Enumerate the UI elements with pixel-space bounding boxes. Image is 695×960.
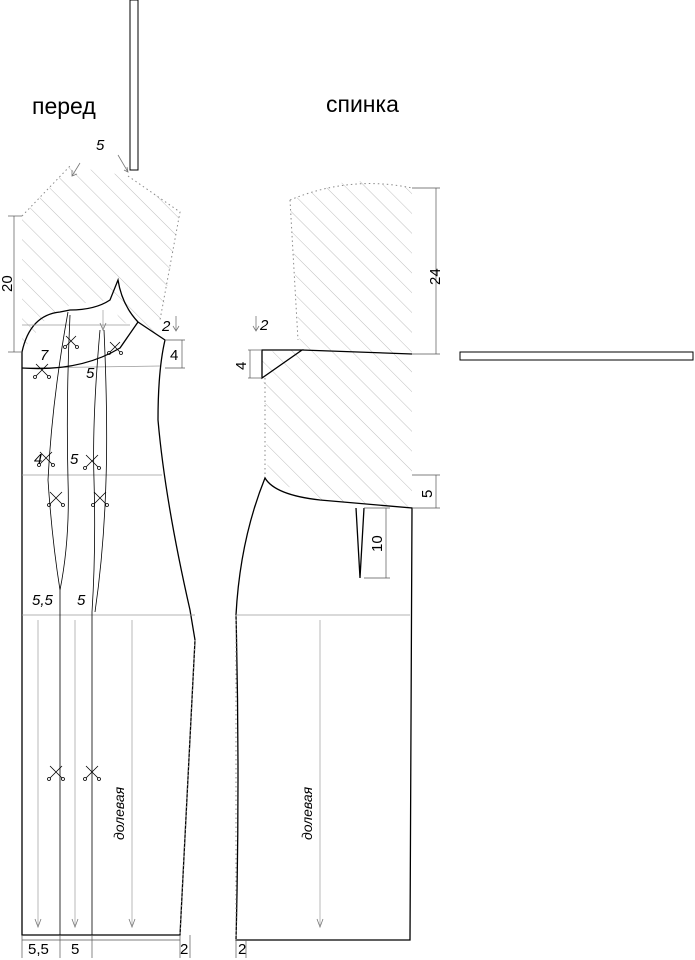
- back-grainline-label: долевая: [299, 786, 315, 840]
- front-hem-2-label: 5: [71, 941, 79, 958]
- front-shoulder-arrow: [172, 316, 180, 332]
- front-waist-2-label: 5: [70, 451, 79, 468]
- front-bust-line: [21, 365, 161, 369]
- back-title: спинка: [326, 91, 399, 117]
- front-panel-seam-2: [91, 329, 101, 935]
- front-yoke-top-label: 5: [96, 137, 105, 154]
- back-side-drop-label: 5: [419, 490, 436, 498]
- front-armhole-label: 4: [170, 347, 178, 364]
- back-yoke-line: [301, 349, 413, 355]
- back-dotted-outline: [264, 183, 413, 478]
- front-height-label: 20: [0, 275, 16, 292]
- back-shoulder-drop-label: 2: [259, 317, 269, 334]
- front-neck-dart-label: 7: [40, 347, 49, 364]
- front-waist-1-label: 4: [34, 451, 42, 468]
- back-hem-side-label: 2: [238, 941, 246, 958]
- front-hip-2-label: 5: [77, 592, 86, 609]
- back-shoulder-arrow: [252, 316, 260, 332]
- front-grainline-label: долевая: [111, 786, 127, 840]
- back-dart-label: 10: [369, 535, 386, 552]
- front-panel-seam-2b: [94, 329, 108, 613]
- front-yoke-hatch: [22, 166, 180, 352]
- back-neck-piece: [261, 349, 305, 380]
- front-bust-label: 5: [86, 365, 95, 382]
- front-strip: [129, 0, 139, 171]
- back-outline: [235, 476, 413, 941]
- front-top-arrow-right: [117, 154, 129, 173]
- front-pattern: долевая 20 4: [0, 137, 196, 958]
- front-hem-1-label: 5,5: [28, 941, 49, 958]
- front-panel-seam-1: [47, 311, 69, 935]
- back-strip: [459, 351, 694, 361]
- front-yoke-dotted-outline: [21, 165, 181, 321]
- front-shoulder-drop-label: 2: [161, 318, 171, 335]
- front-scissors-marks: [33, 335, 123, 781]
- front-hip-1-label: 5,5: [32, 592, 54, 609]
- back-height-label: 24: [427, 268, 444, 285]
- back-pattern: долевая 24 4 5 10 2 2: [233, 180, 444, 958]
- front-top-arrow-left: [71, 162, 81, 177]
- front-panel-seam-1b: [59, 314, 71, 591]
- back-neck-label: 4: [233, 362, 250, 370]
- back-hatch: [262, 180, 412, 508]
- front-hem-side-label: 2: [180, 941, 188, 958]
- back-dart: [355, 507, 365, 579]
- front-title: перед: [32, 93, 96, 119]
